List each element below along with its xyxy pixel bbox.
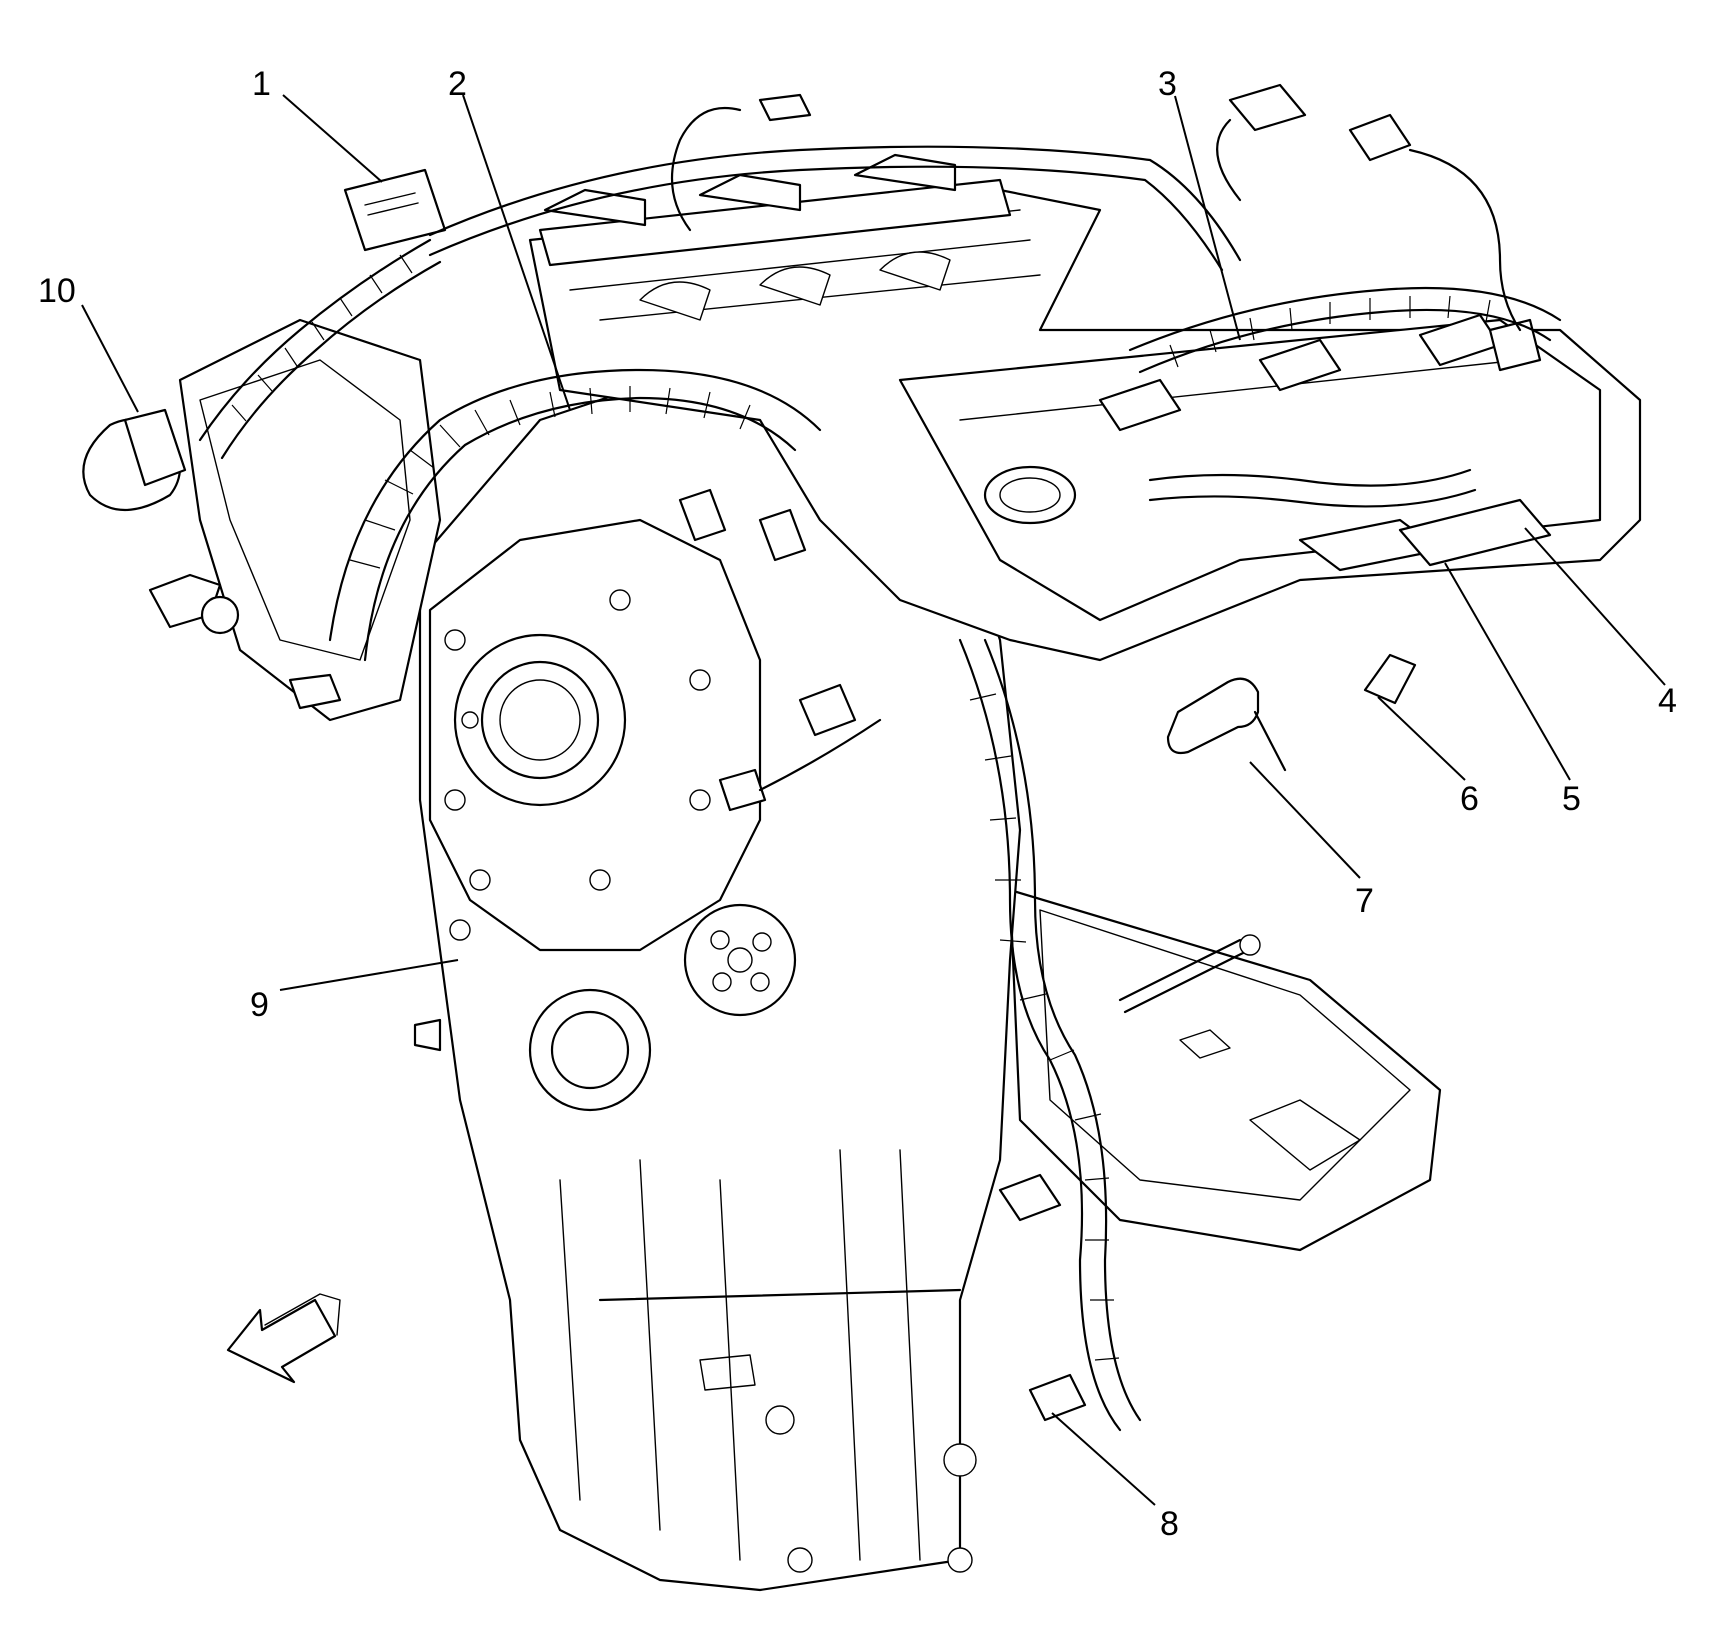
front-direction-arrow-icon <box>226 1293 341 1384</box>
callout-7: 7 <box>1355 882 1374 920</box>
callout-9: 9 <box>250 986 269 1024</box>
leader-10 <box>81 304 139 413</box>
leader-7 <box>1249 761 1361 879</box>
cover-bolts <box>444 589 711 891</box>
leader-8 <box>1051 1412 1156 1506</box>
ignition-coils <box>1098 313 1542 432</box>
callout-1: 1 <box>252 65 271 103</box>
leader-9 <box>279 959 459 991</box>
callout-4: 4 <box>1658 682 1677 720</box>
callout-5: 5 <box>1562 780 1581 818</box>
callout-2: 2 <box>448 65 467 103</box>
callout-3: 3 <box>1158 65 1177 103</box>
wiring-harness <box>198 83 1562 1432</box>
coil-bumps-top <box>639 251 951 321</box>
left-accessories <box>82 168 447 722</box>
leader-1 <box>282 94 383 183</box>
callout-6: 6 <box>1460 780 1479 818</box>
oil-pan <box>1008 888 1442 1252</box>
callout-labels: 1 2 3 4 5 6 7 8 9 10 <box>38 65 1677 1543</box>
engine-illustration <box>82 83 1642 1592</box>
leader-3 <box>1174 95 1241 341</box>
leader-6 <box>1377 696 1466 781</box>
callout-leaders <box>81 94 1666 1506</box>
callout-8: 8 <box>1160 1505 1179 1543</box>
engine-block <box>413 358 1022 1592</box>
callout-10: 10 <box>38 272 76 310</box>
leader-5 <box>1444 562 1571 781</box>
leader-2 <box>462 94 571 411</box>
intake-runners <box>538 153 1012 267</box>
leader-4 <box>1524 527 1666 686</box>
